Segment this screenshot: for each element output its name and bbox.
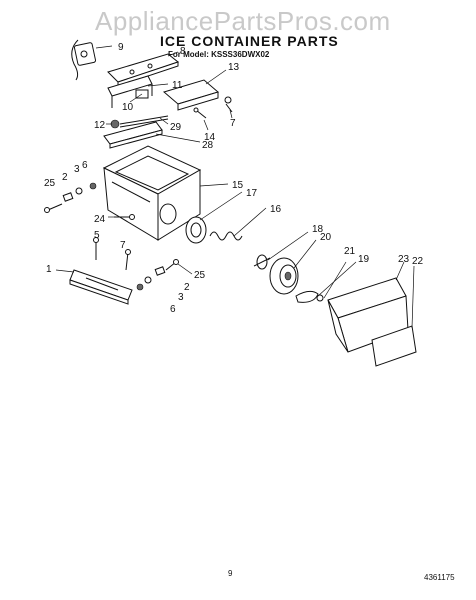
callout-label: 21 — [344, 246, 356, 257]
callout-label: 13 — [228, 62, 240, 73]
cover-plate — [162, 79, 220, 111]
callout-label: 10 — [122, 102, 134, 113]
callout-label: 9 — [118, 42, 124, 53]
callout-label: 28 — [202, 140, 214, 151]
document-number: 4361175 — [424, 573, 455, 582]
lower-strip — [69, 269, 133, 305]
front-strip — [103, 121, 163, 149]
coupling — [253, 254, 271, 270]
callout-label: 2 — [184, 282, 190, 293]
callout-label: 16 — [270, 204, 282, 215]
callout-label: 11 — [172, 80, 183, 91]
left-fasteners — [44, 182, 97, 213]
ice-container — [102, 145, 202, 241]
callout-label: 18 — [312, 224, 324, 235]
callout-label: 3 — [178, 292, 184, 303]
callout-labels: 9 8 11 13 10 7 12 29 14 28 6 3 2 25 15 1… — [44, 42, 424, 315]
callout-label: 7 — [230, 118, 236, 129]
drive-wheel — [269, 257, 299, 295]
callout-label: 15 — [232, 180, 244, 191]
callout-label: 17 — [246, 188, 258, 199]
callout-label: 2 — [62, 172, 68, 183]
motor-icon — [71, 39, 97, 81]
right-fasteners — [136, 259, 179, 291]
screw-top — [224, 96, 233, 113]
bucket-front — [327, 277, 417, 367]
shaft-29 — [119, 115, 169, 128]
callout-label: 22 — [412, 256, 424, 267]
diagram-subtitle: For Model: KSSS36DWX02 — [168, 50, 270, 59]
auger — [295, 290, 324, 303]
callout-label: 7 — [120, 240, 126, 251]
screw-24 — [114, 214, 135, 220]
bearing-ring — [185, 216, 207, 244]
watermark-text: AppliancePartsPros.com — [95, 6, 391, 36]
leader-lines — [55, 45, 415, 329]
callout-label: 29 — [170, 122, 182, 133]
callout-label: 20 — [320, 232, 332, 243]
callout-label: 8 — [180, 46, 186, 57]
screw-14 — [193, 107, 207, 119]
callout-label: 19 — [358, 254, 370, 265]
diagram-title: ICE CONTAINER PARTS — [160, 33, 339, 49]
lower-screws — [93, 237, 131, 271]
callout-label: 12 — [94, 120, 106, 131]
callout-label: 6 — [170, 304, 176, 315]
callout-label: 23 — [398, 254, 410, 265]
callout-label: 14 — [204, 132, 216, 143]
callout-label: 25 — [194, 270, 206, 281]
callout-label: 24 — [94, 214, 106, 225]
callout-label: 5 — [94, 230, 100, 241]
spring — [209, 231, 243, 241]
nut-12 — [110, 119, 120, 129]
callout-label: 3 — [74, 164, 80, 175]
callout-label: 25 — [44, 178, 56, 189]
callout-label: 1 — [46, 264, 52, 275]
page-number: 9 — [228, 569, 233, 578]
callout-label: 6 — [82, 160, 88, 171]
